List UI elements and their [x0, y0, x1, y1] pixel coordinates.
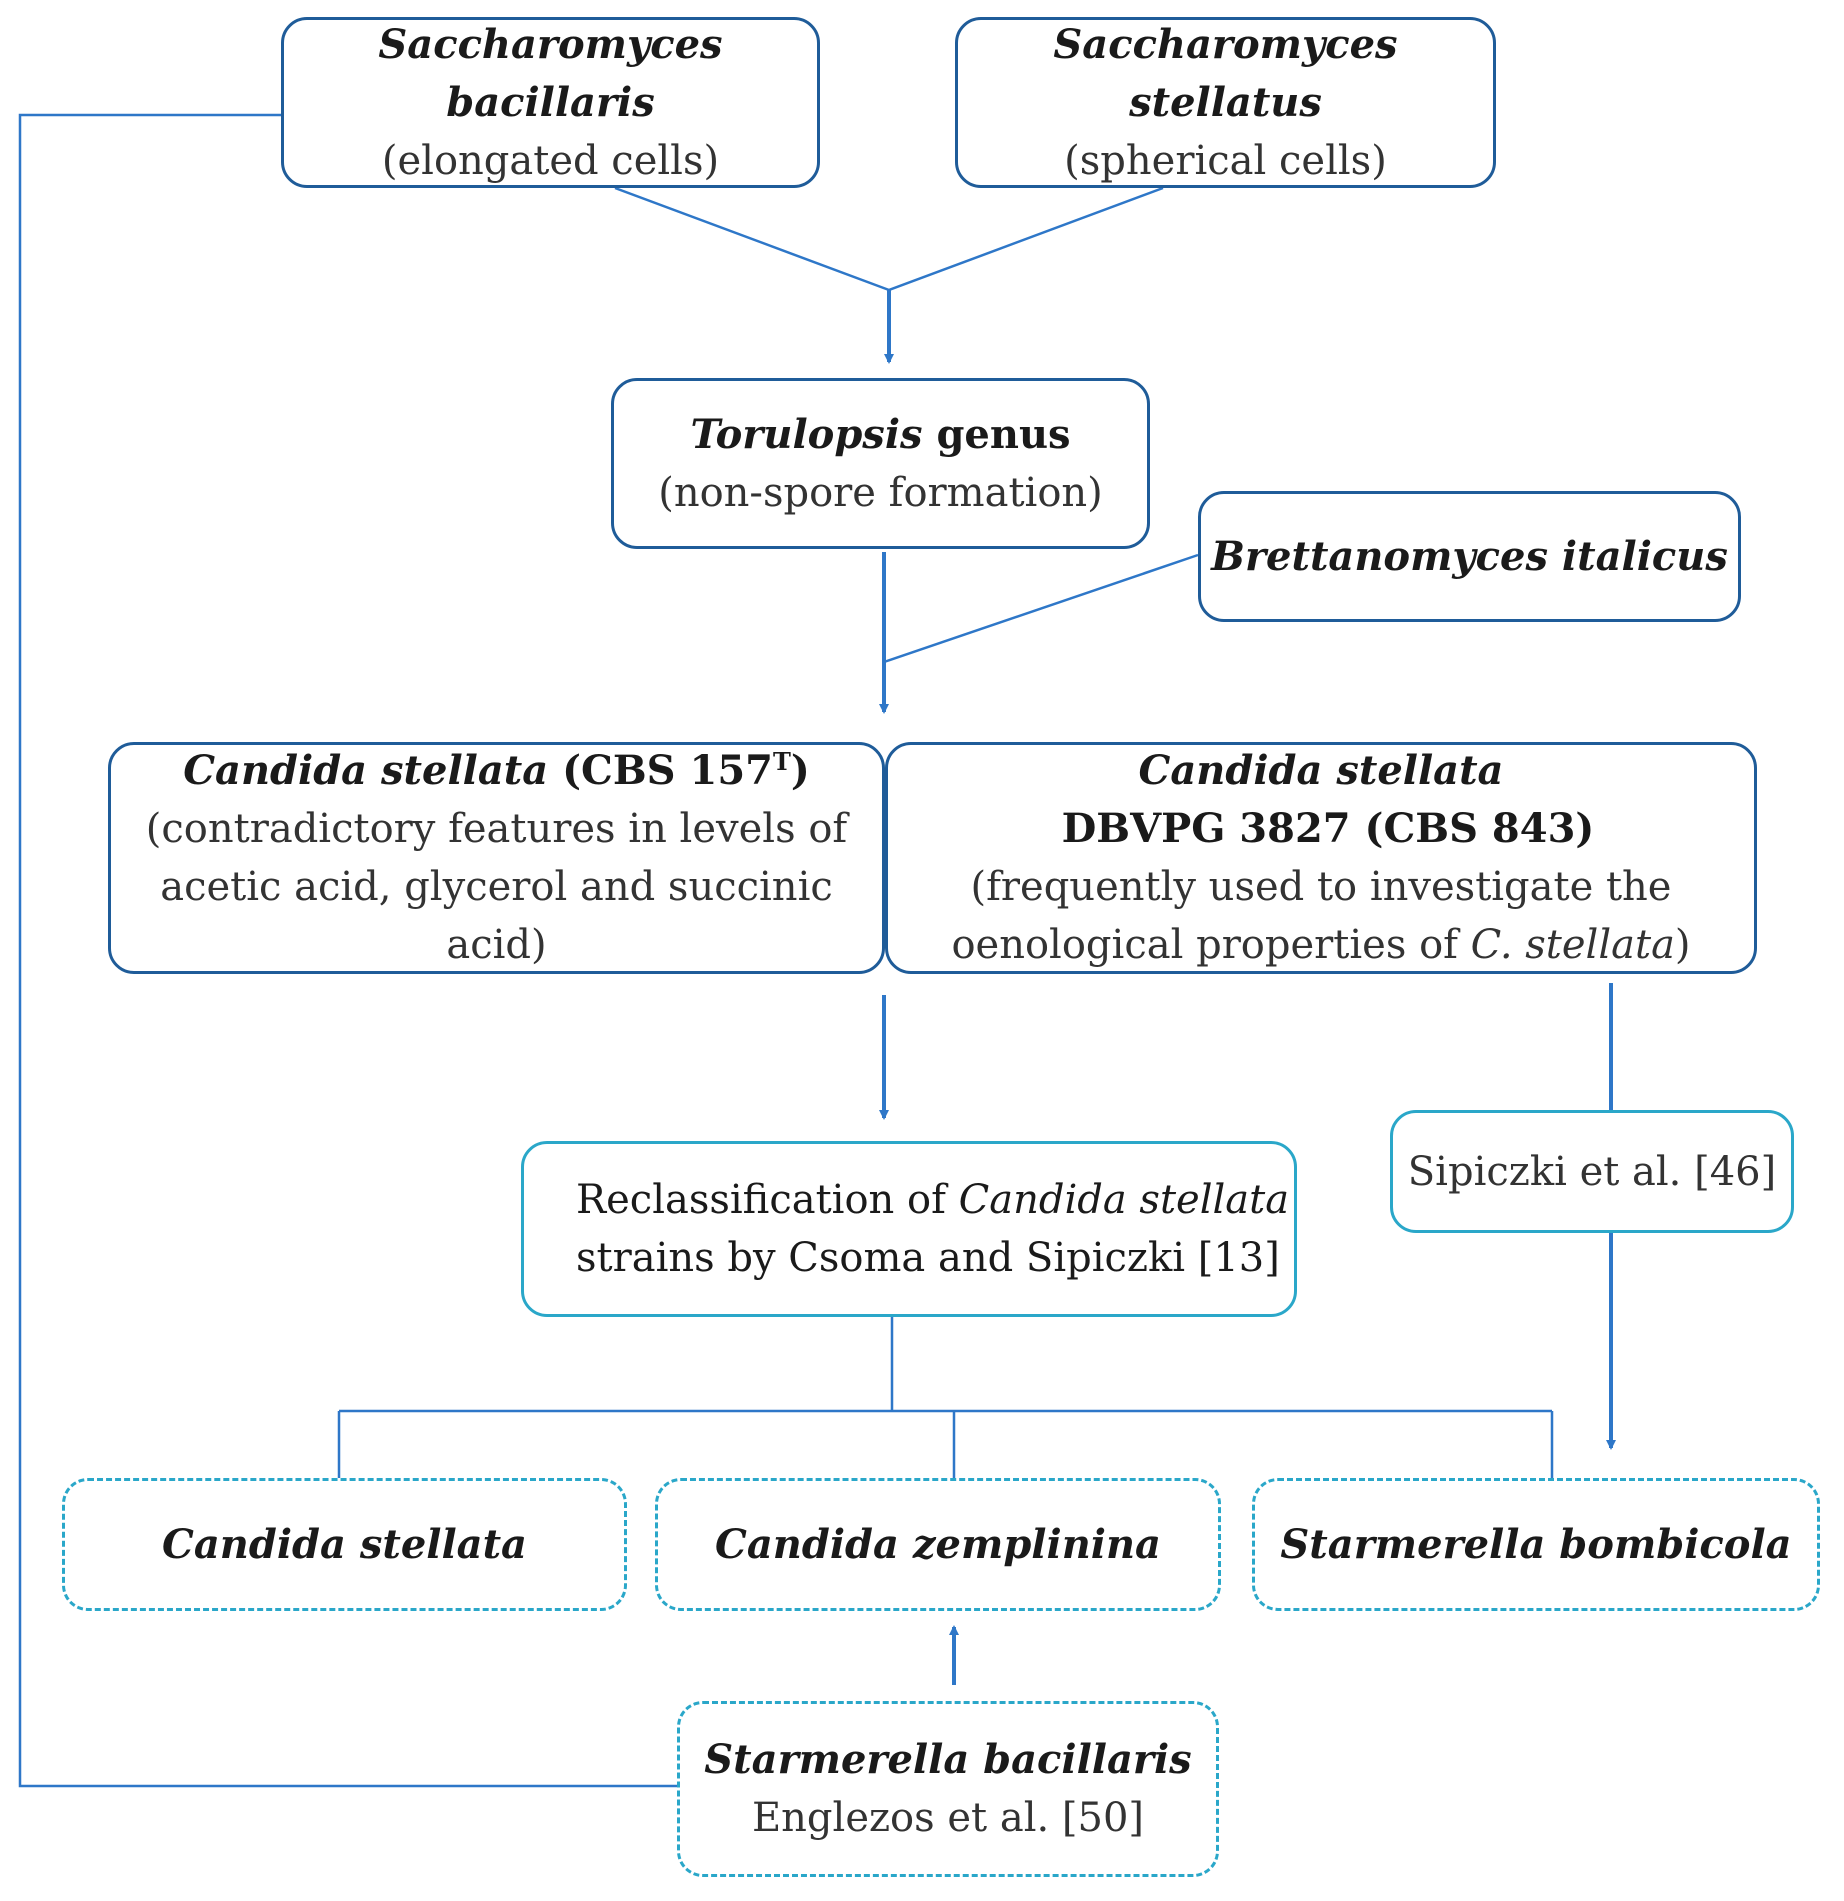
dbvpg-note-text: oenological properties of: [951, 922, 1471, 968]
merge-line-left: [614, 186, 890, 292]
cbs157-note-line2: acetic acid, glycerol and succinic acid): [160, 864, 833, 968]
candida-stellata-dbvpg-box: Candida stellata DBVPG 3827 (CBS 843) (f…: [885, 742, 1757, 974]
sipiczki-text: Sipiczki et al. [46]: [1407, 1148, 1777, 1195]
saccharomyces-bacillaris-box: Saccharomyces bacillaris (elongated cell…: [281, 17, 820, 188]
starmerella-bombicola-box: Starmerella bombicola: [1252, 1478, 1820, 1611]
torulopsis-suffix: genus: [922, 410, 1071, 458]
dbvpg-species: Candida stellata: [1138, 747, 1504, 794]
candida-stellata-result-name: Candida stellata: [162, 1520, 527, 1568]
cbs157-type-mark: T: [772, 747, 791, 776]
dbvpg-code: DBVPG 3827 (CBS 843): [1047, 805, 1595, 852]
feedback-line: [18, 113, 677, 1788]
torulopsis-box: Torulopsis genus (non-spore formation): [611, 378, 1150, 549]
saccharomyces-stellatus-box: Saccharomyces stellatus (spherical cells…: [955, 17, 1496, 188]
brettanomyces-italicus-name: Brettanomyces italicus: [1211, 532, 1728, 580]
saccharomyces-stellatus-note: (spherical cells): [1064, 137, 1387, 184]
dbvpg-title: Candida stellata DBVPG 3827 (CBS 843): [888, 742, 1754, 858]
starmerella-bacillaris-box: Starmerella bacillaris Englezos et al. […: [677, 1701, 1219, 1877]
candida-stellata-cbs157-box: Candida stellata (CBS 157T) (contradicto…: [108, 742, 885, 974]
starmerella-bacillaris-ref: Englezos et al. [50]: [751, 1795, 1145, 1841]
saccharomyces-bacillaris-name: Saccharomyces bacillaris: [378, 20, 723, 126]
candida-zemplinina-box: Candida zemplinina: [655, 1478, 1221, 1611]
saccharomyces-bacillaris-note: (elongated cells): [381, 137, 720, 184]
cbs157-close: ): [790, 747, 810, 794]
saccharomyces-stellatus-name: Saccharomyces stellatus: [1053, 20, 1398, 126]
dbvpg-note-close: ): [1674, 922, 1691, 968]
starmerella-bacillaris-name: Starmerella bacillaris: [704, 1736, 1192, 1783]
torulopsis-name: Torulopsis: [690, 410, 923, 458]
reclassification-text: Reclassification of: [576, 1177, 959, 1223]
torulopsis-note: (non-spore formation): [658, 469, 1103, 516]
reclassification-line2: strains by Csoma and Sipiczki [13]: [576, 1235, 1280, 1281]
dbvpg-note-line2: oenological properties of C. stellata): [888, 916, 1754, 974]
cbs157-code: (CBS 157: [548, 747, 773, 794]
reclassification-species: Candida stellata: [958, 1177, 1290, 1223]
reclassification-box: Reclassification of Candida stellata str…: [521, 1141, 1297, 1317]
merge-line-right: [888, 186, 1164, 292]
dbvpg-note-species: C. stellata: [1470, 922, 1675, 968]
brettanomyces-join-line: [883, 553, 1199, 664]
brettanomyces-italicus-box: Brettanomyces italicus: [1198, 491, 1741, 622]
cbs157-note-line1: (contradictory features in levels of: [145, 806, 848, 852]
candida-zemplinina-name: Candida zemplinina: [715, 1520, 1161, 1568]
dbvpg-note-line1: (frequently used to investigate the: [970, 864, 1672, 910]
cbs157-title: Candida stellata (CBS 157T): [111, 742, 882, 800]
torulopsis-title: Torulopsis genus: [614, 406, 1147, 464]
candida-stellata-result-box: Candida stellata: [62, 1478, 627, 1611]
starmerella-bombicola-name: Starmerella bombicola: [1280, 1520, 1792, 1568]
cbs157-species: Candida stellata: [183, 747, 549, 794]
reclassification-line1: Reclassification of Candida stellata: [576, 1171, 1294, 1229]
sipiczki-box: Sipiczki et al. [46]: [1390, 1110, 1794, 1233]
